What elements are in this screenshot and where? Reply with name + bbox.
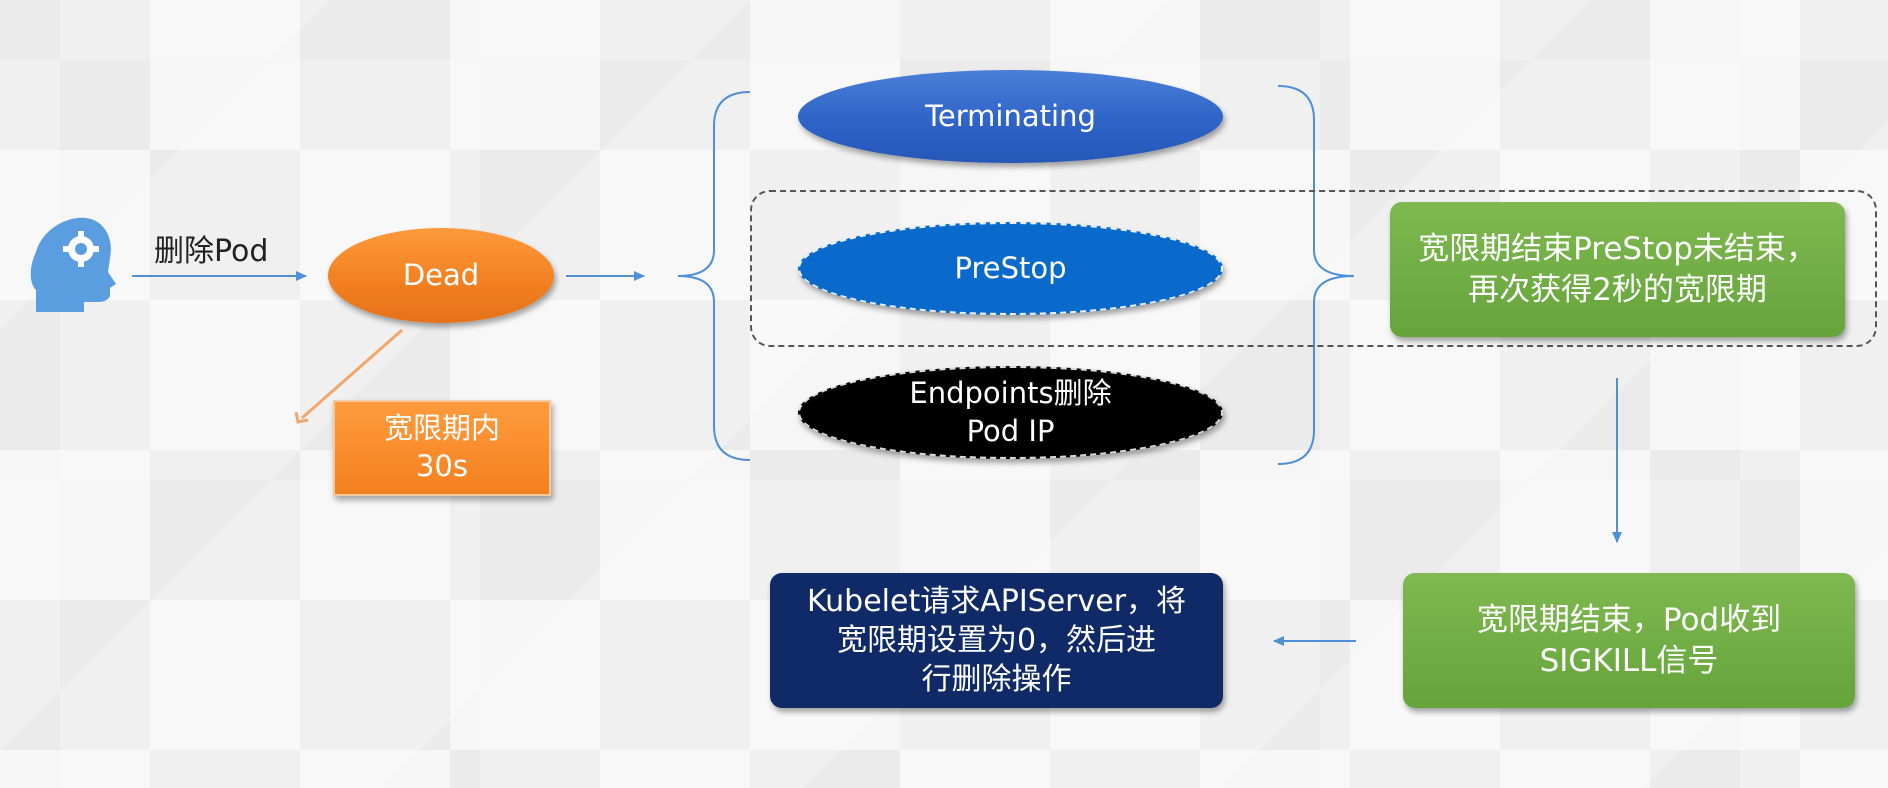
terminating-node: Terminating	[798, 70, 1223, 163]
kubelet-line3: 行删除操作	[921, 662, 1072, 697]
endpoints-node-line2: Pod IP	[966, 413, 1055, 448]
grace-period-box: 宽限期内 30s	[333, 400, 551, 496]
kubelet-line1: Kubelet请求APIServer，将	[806, 584, 1187, 619]
left-brace	[677, 91, 751, 461]
endpoints-node: Endpoints删除 Pod IP	[798, 366, 1223, 459]
sigkill-line1: 宽限期结束，Pod收到	[1476, 602, 1782, 639]
prestop-node: PreStop	[798, 222, 1223, 315]
arrow-dead-to-grace	[301, 328, 403, 420]
right-brace	[1277, 85, 1355, 465]
grace-period-line1: 宽限期内	[383, 411, 500, 446]
dead-node-label: Dead	[402, 257, 480, 292]
prestop-unfinished-line1: 宽限期结束PreStop未结束，	[1418, 231, 1817, 268]
grace-period-line2: 30s	[415, 449, 468, 483]
sigkill-line2: SIGKILL信号	[1539, 642, 1719, 679]
prestop-unfinished-box: 宽限期结束PreStop未结束， 再次获得2秒的宽限期	[1390, 202, 1845, 337]
sigkill-box: 宽限期结束，Pod收到 SIGKILL信号	[1403, 573, 1855, 708]
kubelet-delete-box: Kubelet请求APIServer，将 宽限期设置为0，然后进 行删除操作	[770, 573, 1223, 708]
head-gear-icon	[30, 217, 116, 312]
endpoints-node-line1: Endpoints删除	[909, 375, 1112, 410]
kubelet-line2: 宽限期设置为0，然后进	[836, 623, 1157, 658]
dead-node: Dead	[328, 228, 554, 323]
delete-pod-label: 删除Pod	[154, 234, 269, 269]
prestop-dashed-group	[750, 190, 1877, 347]
terminating-node-label: Terminating	[925, 98, 1096, 133]
prestop-unfinished-line2: 再次获得2秒的宽限期	[1468, 271, 1767, 308]
prestop-node-label: PreStop	[954, 250, 1067, 285]
